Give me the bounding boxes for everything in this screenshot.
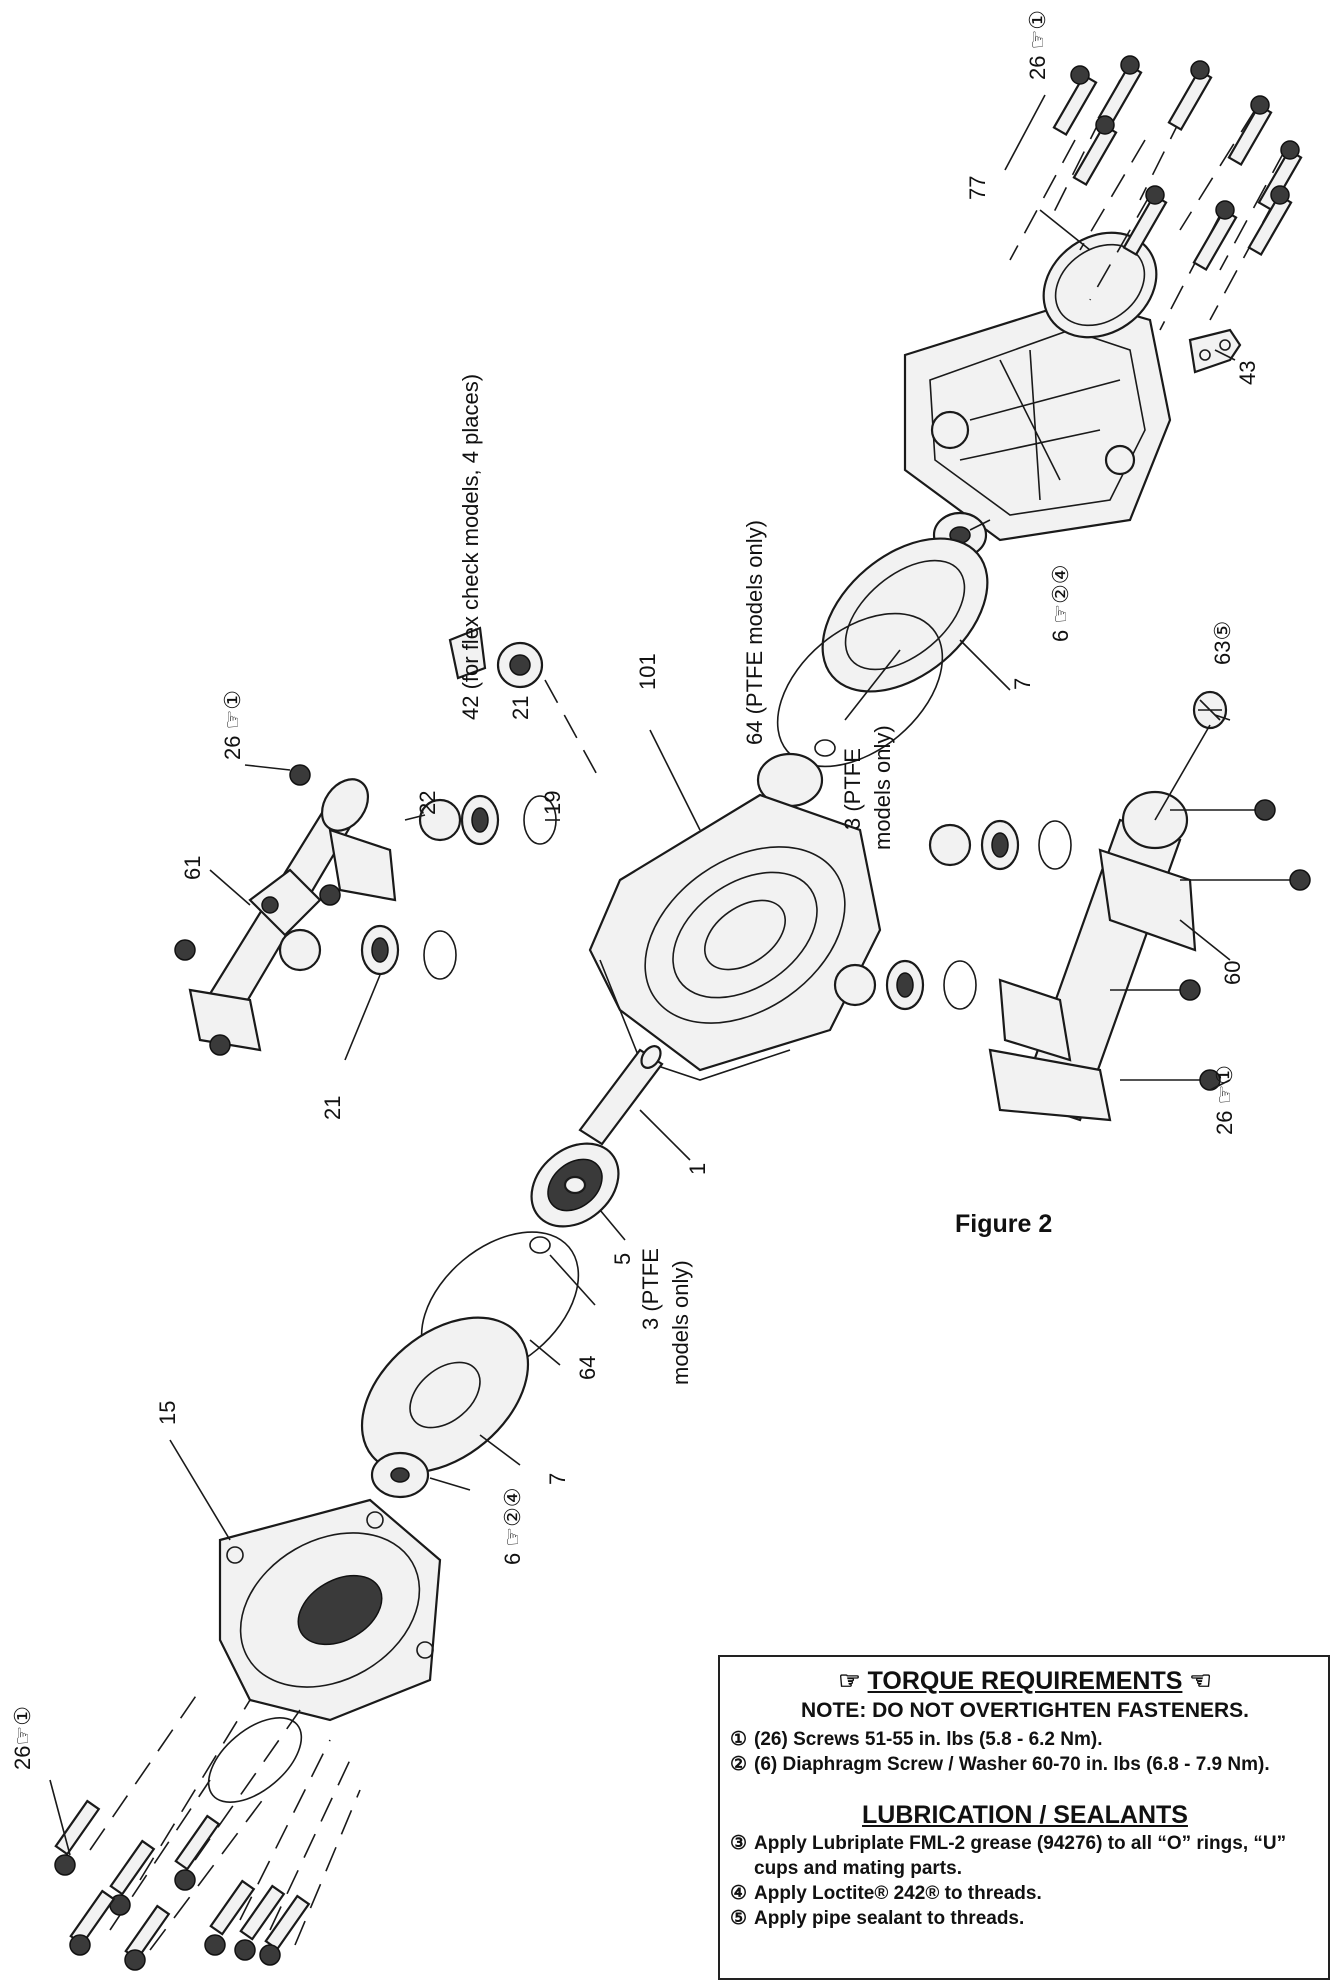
lubrication-item: ③ Apply Lubriplate FML-2 grease (94276) … xyxy=(730,1831,1320,1881)
callout-21-upper: 21 xyxy=(508,696,533,720)
torque-title: ☞ TORQUE REQUIREMENTS ☜ xyxy=(730,1665,1320,1697)
part-6-diaphragm-screw-left xyxy=(370,1451,430,1499)
torque-marker: ② xyxy=(730,1754,748,1775)
lubrication-text: Apply Loctite® 242® to threads. xyxy=(754,1883,1042,1904)
seats-lower xyxy=(885,819,1020,1011)
callout-26-lower-left: 26☞① xyxy=(10,1706,35,1770)
part-77-cap-assembly xyxy=(903,231,1172,542)
callout-61: 61 xyxy=(180,856,205,880)
screws-26-upper-right xyxy=(1009,55,1303,331)
callout-1: 1 xyxy=(685,1163,710,1175)
callout-64-right: 64 (PTFE models only) xyxy=(742,520,767,745)
callout-77: 77 xyxy=(965,176,990,200)
callout-60: 60 xyxy=(1220,961,1245,985)
screws-26-manifold-lower xyxy=(1110,799,1311,1091)
callout-7-right: 7 xyxy=(1010,678,1035,690)
lubrication-title-text: LUBRICATION / SEALANTS xyxy=(862,1801,1188,1829)
part-43-bracket xyxy=(1188,328,1242,374)
callout-22: 22 xyxy=(415,791,440,815)
callout-5: 5 xyxy=(610,1253,635,1265)
torque-title-text: TORQUE REQUIREMENTS xyxy=(867,1667,1183,1695)
lubrication-marker: ④ xyxy=(730,1883,748,1904)
part-63-pipe-plug xyxy=(1192,690,1228,730)
orings-lower xyxy=(943,820,1072,1010)
part-1-shaft xyxy=(578,1045,664,1146)
lubrication-text: Apply Lubriplate FML-2 grease (94276) to… xyxy=(754,1833,1287,1879)
callout-3-left-line1: 3 (PTFE xyxy=(638,1248,663,1330)
torque-requirements-box: ☞ TORQUE REQUIREMENTS ☜ NOTE: DO NOT OVE… xyxy=(718,1655,1330,1980)
torque-marker: ① xyxy=(730,1729,748,1750)
part-64-ring-right xyxy=(776,612,944,768)
screws-26-lower-left xyxy=(54,1689,361,1971)
part-60-manifold xyxy=(988,790,1197,1122)
part-22-check-balls-upper xyxy=(278,798,462,972)
figure-caption: Figure 2 xyxy=(955,1210,1053,1238)
callout-26-upper-right: 26 ☞① xyxy=(1025,10,1050,80)
callout-21-lower: 21 xyxy=(320,1096,345,1120)
callout-64-left: 64 xyxy=(575,1356,600,1380)
callout-63: 63⑤ xyxy=(1210,621,1235,665)
callout-19: 19 xyxy=(540,791,565,815)
part-42-flex-check xyxy=(448,626,487,680)
callout-26-manifold-lower: 26 ☞① xyxy=(1212,1065,1237,1135)
leader-lines xyxy=(49,94,1236,1856)
lubrication-item: ⑤ Apply pipe sealant to threads. xyxy=(730,1906,1320,1931)
part-7-diaphragm-left xyxy=(360,1316,530,1474)
part-61-manifold xyxy=(188,778,397,1052)
check-balls-lower xyxy=(833,823,972,1007)
pointing-hand-right-icon: ☞ xyxy=(838,1667,861,1695)
callout-3-right-line1: 3 (PTFE xyxy=(840,748,865,830)
part-15-end-cap xyxy=(207,1498,442,1803)
lubrication-text: Apply pipe sealant to threads. xyxy=(754,1908,1025,1929)
torque-text: (6) Diaphragm Screw / Washer 60-70 in. l… xyxy=(754,1754,1270,1775)
callout-3-left-line2: models only) xyxy=(668,1260,693,1385)
part-5-plate xyxy=(530,1142,620,1228)
pointing-hand-left-icon: ☜ xyxy=(1189,1667,1212,1695)
lubrication-marker: ③ xyxy=(730,1833,748,1854)
callout-42: 42 (for flex check models, 4 places) xyxy=(458,374,483,720)
lubrication-title: LUBRICATION / SEALANTS xyxy=(730,1799,1320,1831)
part-101-center-body xyxy=(588,793,882,1081)
lubrication-marker: ⑤ xyxy=(730,1908,748,1929)
torque-text: (26) Screws 51-55 in. lbs (5.8 - 6.2 Nm)… xyxy=(754,1729,1103,1750)
callout-15: 15 xyxy=(155,1401,180,1425)
part-3-washer-left xyxy=(529,1236,551,1254)
lubrication-item: ④ Apply Loctite® 242® to threads. xyxy=(730,1881,1320,1906)
overtighten-note: NOTE: DO NOT OVERTIGHTEN FASTENERS. xyxy=(800,1699,1250,1722)
torque-item: ① (26) Screws 51-55 in. lbs (5.8 - 6.2 N… xyxy=(730,1727,1320,1752)
callout-6-left: 6 ☞②④ xyxy=(500,1487,525,1565)
callout-26-manifold-upper: 26 ☞① xyxy=(220,690,245,760)
screws-26-manifold-upper xyxy=(174,764,341,1056)
callout-43: 43 xyxy=(1235,361,1260,385)
callout-7-left: 7 xyxy=(545,1473,570,1485)
callout-101: 101 xyxy=(635,653,660,690)
part-3-washer-right xyxy=(756,739,836,808)
callout-3-right-line2: models only) xyxy=(870,725,895,850)
callout-6-right: 6 ☞②④ xyxy=(1048,564,1073,642)
part-21-seats-upper xyxy=(360,641,544,976)
torque-item: ② (6) Diaphragm Screw / Washer 60-70 in.… xyxy=(730,1752,1320,1777)
